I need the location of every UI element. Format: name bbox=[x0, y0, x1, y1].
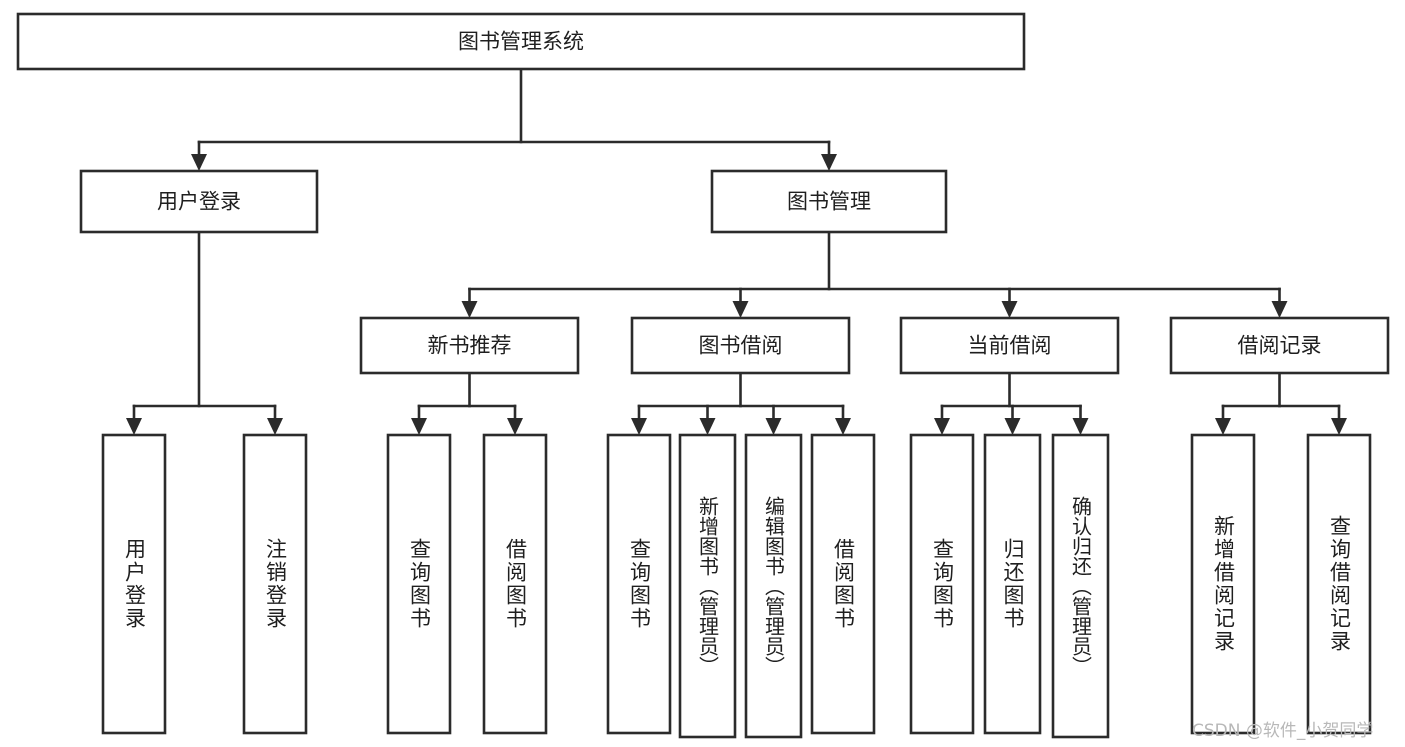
arrow-head-icon bbox=[507, 418, 523, 435]
arrow-head-icon bbox=[732, 301, 749, 318]
node-leaf-nb-query[interactable] bbox=[386, 433, 452, 735]
arrow-head-icon bbox=[821, 154, 837, 171]
node-label: 图书借阅 bbox=[699, 334, 783, 358]
arrow-head-icon bbox=[267, 418, 283, 435]
edge-group-l2-book-mgmt bbox=[461, 230, 1288, 318]
arrow-head-icon bbox=[1331, 418, 1347, 435]
arrow-head-icon bbox=[631, 418, 647, 435]
node-leaf-cu-query[interactable] bbox=[909, 433, 975, 735]
node-leaf-bw-query[interactable] bbox=[606, 433, 672, 735]
arrow-head-icon bbox=[765, 418, 782, 435]
node-leaf-cu-confirm[interactable] bbox=[1051, 433, 1110, 739]
node-label: 图书管理系统 bbox=[458, 30, 584, 54]
node-leaf-rec-query[interactable] bbox=[1306, 433, 1372, 735]
arrow-head-icon bbox=[699, 418, 716, 435]
arrow-head-icon bbox=[1072, 418, 1089, 435]
arrow-head-icon bbox=[835, 418, 851, 435]
arrow-head-icon bbox=[1271, 301, 1288, 318]
node-label: 用户登录 bbox=[157, 190, 241, 214]
edge-group-l3-new-books bbox=[411, 371, 523, 435]
node-label: 新书推荐 bbox=[428, 334, 512, 358]
node-leaf-nb-borrow[interactable] bbox=[482, 433, 548, 735]
node-l3-borrow[interactable]: 图书借阅 bbox=[630, 316, 851, 375]
edge-group-l3-records bbox=[1215, 371, 1347, 435]
node-label: 图书管理 bbox=[787, 190, 871, 214]
arrow-head-icon bbox=[1215, 418, 1231, 435]
arrow-head-icon bbox=[411, 418, 427, 435]
edge-group-l3-current bbox=[934, 371, 1089, 435]
node-l3-new-books[interactable]: 新书推荐 bbox=[359, 316, 580, 375]
node-l3-records[interactable]: 借阅记录 bbox=[1169, 316, 1390, 375]
arrow-head-icon bbox=[934, 418, 950, 435]
node-leaf-cu-return[interactable] bbox=[983, 433, 1042, 735]
edge-group-root bbox=[191, 67, 837, 171]
node-label: 借阅记录 bbox=[1238, 334, 1322, 358]
arrow-head-icon bbox=[1001, 301, 1018, 318]
arrow-head-icon bbox=[191, 154, 207, 171]
node-leaf-bw-edit[interactable] bbox=[744, 433, 803, 739]
arrow-head-icon bbox=[126, 418, 142, 435]
edge-group-l2-user-login bbox=[126, 230, 283, 435]
node-l2-book-mgmt[interactable]: 图书管理 bbox=[710, 169, 948, 234]
arrow-head-icon bbox=[1004, 418, 1021, 435]
edge-group-l3-borrow bbox=[631, 371, 851, 435]
edges-layer bbox=[126, 67, 1347, 435]
node-l3-current[interactable]: 当前借阅 bbox=[899, 316, 1120, 375]
node-leaf-rec-add[interactable] bbox=[1190, 433, 1256, 735]
node-leaf-bw-add[interactable] bbox=[678, 433, 737, 739]
node-l2-user-login[interactable]: 用户登录 bbox=[79, 169, 319, 234]
node-leaf-bw-borrow[interactable] bbox=[810, 433, 876, 735]
arrow-head-icon bbox=[461, 301, 478, 318]
node-label: 当前借阅 bbox=[968, 334, 1052, 358]
csdn-watermark: CSDN @软件_小贺同学 bbox=[1192, 721, 1374, 741]
node-leaf-user-logout[interactable] bbox=[242, 433, 308, 735]
node-root[interactable]: 图书管理系统 bbox=[16, 12, 1026, 71]
node-leaf-user-login[interactable] bbox=[101, 433, 167, 735]
